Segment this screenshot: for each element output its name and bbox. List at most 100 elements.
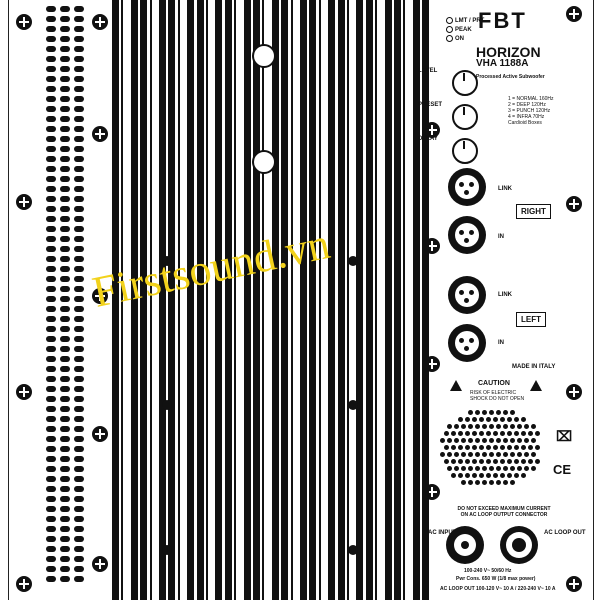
grille-hole (499, 417, 505, 422)
level-knob[interactable] (452, 70, 478, 96)
warning-triangle-icon (450, 380, 462, 391)
vent-slot (74, 126, 84, 132)
vent-slot (46, 66, 56, 72)
vent-slot (46, 116, 56, 122)
indicator-peak: PEAK (455, 26, 472, 33)
vent-slot (60, 516, 70, 522)
screw-icon (92, 556, 108, 572)
grille-hole (503, 466, 508, 471)
grille-hole (496, 480, 501, 485)
grille-hole (485, 445, 491, 450)
indicator-on: ON (455, 35, 464, 42)
heatsink-fin (281, 0, 289, 600)
vent-slot (46, 256, 56, 262)
vent-slot (74, 116, 84, 122)
grille-hole (506, 445, 512, 450)
grille-hole (464, 445, 470, 450)
vent-slot (46, 76, 56, 82)
grille-hole (464, 431, 470, 436)
vent-slot (46, 236, 56, 242)
vent-slot (46, 276, 56, 282)
vent-slot (74, 516, 84, 522)
grille-hole (440, 452, 445, 457)
vent-slot (74, 416, 84, 422)
vent-slot (74, 136, 84, 142)
vent-slot (46, 506, 56, 512)
heatsink-fin (196, 0, 204, 600)
heatsink-fin (328, 0, 336, 600)
vent-slot (74, 166, 84, 172)
vent-slots-left (74, 6, 84, 586)
grille-hole (468, 410, 473, 415)
grille-hole (464, 417, 470, 422)
grille-hole (468, 466, 473, 471)
vent-slot (74, 96, 84, 102)
grille-hole (457, 431, 463, 436)
vent-slot (60, 206, 70, 212)
vent-slot (60, 326, 70, 332)
preset-notes: 1 = NORMAL 160Hz 2 = DEEP 120Hz 3 = PUNC… (508, 96, 554, 126)
heatsink-fin (262, 0, 265, 600)
vent-slots-left (60, 6, 70, 586)
heatsink-fin (140, 0, 148, 600)
vent-slot (60, 166, 70, 172)
grille-hole (447, 424, 452, 429)
vent-slot (46, 556, 56, 562)
ac-loop-label: AC LOOP OUT (544, 530, 586, 536)
vent-slot (60, 506, 70, 512)
grille-hole (503, 410, 508, 415)
vent-slot (74, 6, 84, 12)
grille-hole (527, 459, 533, 464)
delay-label: DELAY (418, 136, 438, 142)
screw-icon (16, 14, 32, 30)
vent-slot (60, 496, 70, 502)
heatsink-fin (168, 0, 176, 600)
vent-slot (46, 6, 56, 12)
xlr-link-left[interactable] (448, 276, 486, 314)
vent-slot (46, 436, 56, 442)
xlr-link-right[interactable] (448, 168, 486, 206)
grille-hole (506, 417, 512, 422)
heatsink-fin (394, 0, 401, 600)
vent-slot (46, 316, 56, 322)
vent-slot (46, 186, 56, 192)
grille-hole (531, 438, 536, 443)
screw-icon (566, 384, 582, 400)
vent-slot (74, 76, 84, 82)
grille-hole (496, 424, 501, 429)
heatsink-fin (121, 0, 124, 600)
delay-knob[interactable] (452, 138, 478, 164)
vent-slot (74, 456, 84, 462)
grille-hole (457, 445, 463, 450)
link-label-right: LINK (498, 186, 512, 192)
link-label-left: LINK (498, 292, 512, 298)
grille-hole (485, 417, 491, 422)
xlr-in-right[interactable] (448, 216, 486, 254)
ac-loop-connector[interactable] (500, 526, 538, 564)
grille-hole (513, 459, 519, 464)
vent-slot (60, 316, 70, 322)
grille-hole (461, 424, 466, 429)
vent-slot (74, 16, 84, 22)
vent-slot (46, 496, 56, 502)
rear-panel (8, 0, 594, 600)
vent-slot (74, 296, 84, 302)
vent-slot (60, 36, 70, 42)
vent-slot (60, 186, 70, 192)
grille-hole (471, 473, 477, 478)
vent-slot (60, 536, 70, 542)
vent-slot (74, 276, 84, 282)
left-channel-label: LEFT (516, 312, 546, 327)
grille-hole (468, 480, 473, 485)
screw-icon (16, 194, 32, 210)
weee-bin-icon: ⌧ (556, 428, 573, 444)
heatsink-fin (243, 0, 251, 600)
heatsink (112, 0, 432, 600)
grille-hole (520, 459, 526, 464)
xlr-in-left[interactable] (448, 324, 486, 362)
vent-slot (46, 426, 56, 432)
grille-hole (471, 417, 477, 422)
preset-knob[interactable] (452, 104, 478, 130)
ac-input-connector[interactable] (446, 526, 484, 564)
mounting-screw-icon (162, 256, 172, 266)
